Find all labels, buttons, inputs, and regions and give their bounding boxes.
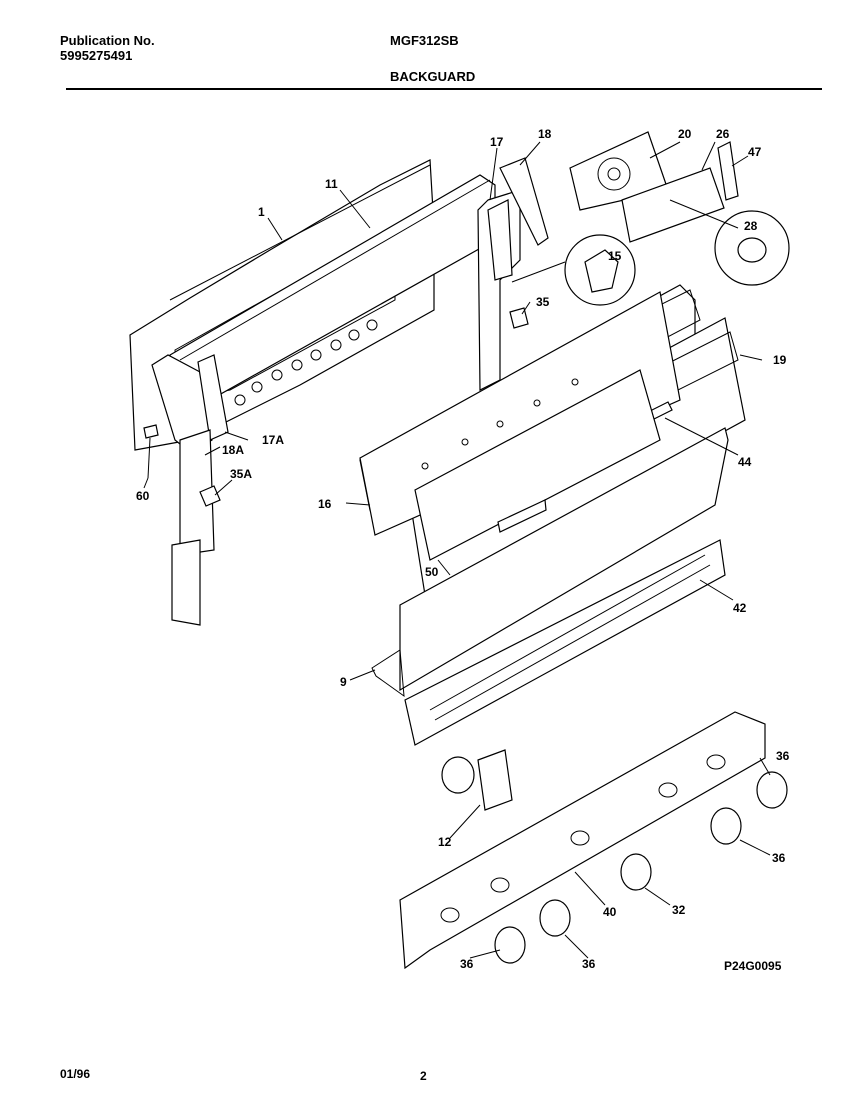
callout-36-d: 36 <box>582 957 596 971</box>
callout-17a: 17A <box>262 433 284 447</box>
lower-backguard <box>371 427 729 698</box>
callout-18a: 18A <box>222 443 244 457</box>
bracket-47-part <box>717 141 739 201</box>
clip-35a-part <box>199 485 221 507</box>
callout-1: 1 <box>258 205 265 219</box>
callout-35: 35 <box>536 295 550 309</box>
callout-17: 17 <box>490 135 504 149</box>
switch-inset <box>511 234 636 306</box>
control-panel <box>359 291 681 536</box>
left-end-cap <box>151 354 229 626</box>
callout-50: 50 <box>425 565 439 579</box>
callout-19: 19 <box>773 353 787 367</box>
clock-knob-inset <box>714 210 790 286</box>
knob-icon <box>494 926 526 964</box>
callout-47: 47 <box>748 145 762 159</box>
knob-icon <box>710 807 742 845</box>
header-rule <box>66 88 822 90</box>
model-number: MGF312SB <box>390 33 459 48</box>
publication-label: Publication No. <box>60 33 155 48</box>
callout-16: 16 <box>318 497 332 511</box>
callout-15: 15 <box>608 249 622 263</box>
glass-panel-50 <box>414 369 661 561</box>
screw-part <box>143 424 159 479</box>
callout-18: 18 <box>538 127 552 141</box>
lower-control-panel <box>399 711 766 970</box>
callout-35a: 35A <box>230 467 252 481</box>
knob-icon <box>539 899 571 937</box>
leader-lines <box>143 141 771 959</box>
callout-9: 9 <box>340 675 347 689</box>
callout-32: 32 <box>672 903 686 917</box>
vent-panel-42 <box>404 539 726 746</box>
overlay-part <box>621 167 725 243</box>
callout-42: 42 <box>733 601 747 615</box>
knob-icon <box>756 771 788 809</box>
footer-date: 01/96 <box>60 1067 90 1081</box>
callout-26: 26 <box>716 127 730 141</box>
callout-11: 11 <box>325 177 338 191</box>
knob-icon <box>620 853 652 891</box>
section-title: BACKGUARD <box>390 69 476 84</box>
callout-28: 28 <box>744 219 758 233</box>
callout-40: 40 <box>603 905 617 919</box>
right-side-bracket <box>477 157 549 391</box>
thermostat-part <box>441 749 513 811</box>
clip-35-part <box>509 307 529 329</box>
callout-36-c: 36 <box>460 957 474 971</box>
page-number: 2 <box>420 1069 427 1083</box>
callout-44: 44 <box>738 455 752 469</box>
diagram-code: P24G0095 <box>724 959 782 973</box>
callout-20: 20 <box>678 127 692 141</box>
callout-60: 60 <box>136 489 150 503</box>
publication-number: 5995275491 <box>60 48 133 63</box>
callout-36-a: 36 <box>776 749 790 763</box>
callout-36-b: 36 <box>772 851 786 865</box>
callout-12: 12 <box>438 835 452 849</box>
